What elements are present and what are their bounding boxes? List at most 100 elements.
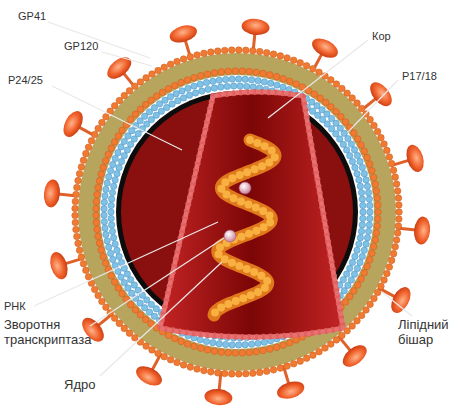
lipid-head <box>96 240 103 247</box>
lipid-head <box>184 341 191 348</box>
lipid-head <box>395 223 402 230</box>
lipid-head <box>235 371 242 378</box>
lipid-head <box>280 75 287 82</box>
matrix-protein <box>357 259 363 265</box>
matrix-protein <box>107 167 113 173</box>
matrix-protein <box>103 231 109 237</box>
lipid-head <box>316 69 323 76</box>
matrix-protein <box>349 158 355 164</box>
lipid-head <box>396 202 403 209</box>
lipid-head <box>339 85 346 92</box>
lipid-head <box>211 348 218 355</box>
lipid-head <box>204 71 211 78</box>
lipid-head <box>178 338 185 345</box>
lipid-head <box>132 307 139 314</box>
lipid-head <box>225 68 232 75</box>
matrix-protein <box>354 170 360 176</box>
lipid-head <box>108 145 115 152</box>
matrix-protein <box>361 247 367 253</box>
spike-head <box>168 22 199 45</box>
matrix-ground <box>100 75 374 349</box>
lipid-head <box>392 244 399 251</box>
lipid-head <box>303 355 310 362</box>
lipid-head <box>375 202 382 209</box>
lipid-head <box>386 154 393 161</box>
leader-line <box>48 22 150 58</box>
lipid-head <box>132 111 139 118</box>
matrix-protein <box>109 228 115 234</box>
matrix-protein <box>229 76 235 82</box>
part-label: GP41 <box>18 10 46 23</box>
matrix-protein <box>224 83 230 89</box>
lipid-head <box>260 70 267 77</box>
lipid-head <box>310 66 317 73</box>
lipid-head <box>95 184 102 191</box>
lipid-head <box>392 174 399 181</box>
lipid-head <box>235 47 242 54</box>
lipid-head <box>373 188 380 195</box>
matrix-protein <box>124 271 130 277</box>
matrix-protein <box>103 186 109 192</box>
matrix-protein <box>108 196 114 202</box>
lipid-head <box>349 323 356 330</box>
matrix-protein <box>347 152 353 158</box>
lipid-head <box>137 311 144 318</box>
matrix-protein <box>366 196 372 202</box>
lipid-head <box>103 113 110 120</box>
lipid-head <box>142 101 149 108</box>
lipid-head <box>201 50 208 57</box>
lipid-head <box>184 77 191 84</box>
lipid-head <box>286 78 293 85</box>
lipid-head <box>194 52 201 59</box>
matrix-protein <box>356 177 362 183</box>
lipid-head <box>290 57 297 64</box>
matrix-protein <box>124 147 130 153</box>
matrix-protein <box>112 155 118 161</box>
matrix-protein <box>108 202 114 208</box>
lipid-head <box>369 167 376 174</box>
lipid-head <box>293 337 300 344</box>
matrix-protein <box>108 222 114 228</box>
lipid-head <box>263 368 270 375</box>
matrix-protein <box>356 241 362 247</box>
matrix-protein <box>197 81 203 87</box>
lipid-head <box>322 345 329 352</box>
lipid-head <box>316 348 323 355</box>
lipid-head <box>358 276 365 283</box>
lipid-head <box>354 282 361 289</box>
matrix-protein <box>229 342 235 348</box>
lipid-head <box>95 292 102 299</box>
matrix-protein <box>112 241 118 247</box>
lipid-head <box>98 171 105 178</box>
matrix-protein <box>367 215 373 221</box>
lipid-head <box>280 342 287 349</box>
matrix-protein <box>101 219 107 225</box>
lipid-head <box>72 219 79 226</box>
matrix-protein <box>357 158 363 164</box>
lipid-head <box>354 136 361 143</box>
lipid-head <box>253 348 260 355</box>
lipid-head <box>191 74 198 81</box>
part-label: РНК <box>4 300 26 313</box>
lipid-head <box>91 286 98 293</box>
matrix-protein <box>366 222 372 228</box>
lipid-head <box>211 70 218 77</box>
matrix-protein <box>340 141 346 147</box>
lipid-head <box>194 366 201 373</box>
lipid-head <box>381 277 388 284</box>
matrix-protein <box>180 95 186 101</box>
matrix-protein <box>360 202 366 208</box>
lipid-head <box>310 352 317 359</box>
lipid-head <box>214 48 221 55</box>
lipid-head <box>80 157 87 164</box>
lipid-head <box>121 92 128 99</box>
matrix-protein <box>348 277 354 283</box>
lipid-head <box>149 71 156 78</box>
matrix-protein <box>118 274 124 280</box>
lipid-head <box>317 95 324 102</box>
lipid-head <box>396 209 403 216</box>
lipid-head <box>180 56 187 63</box>
matrix-protein <box>106 244 112 250</box>
matrix-protein <box>101 199 107 205</box>
